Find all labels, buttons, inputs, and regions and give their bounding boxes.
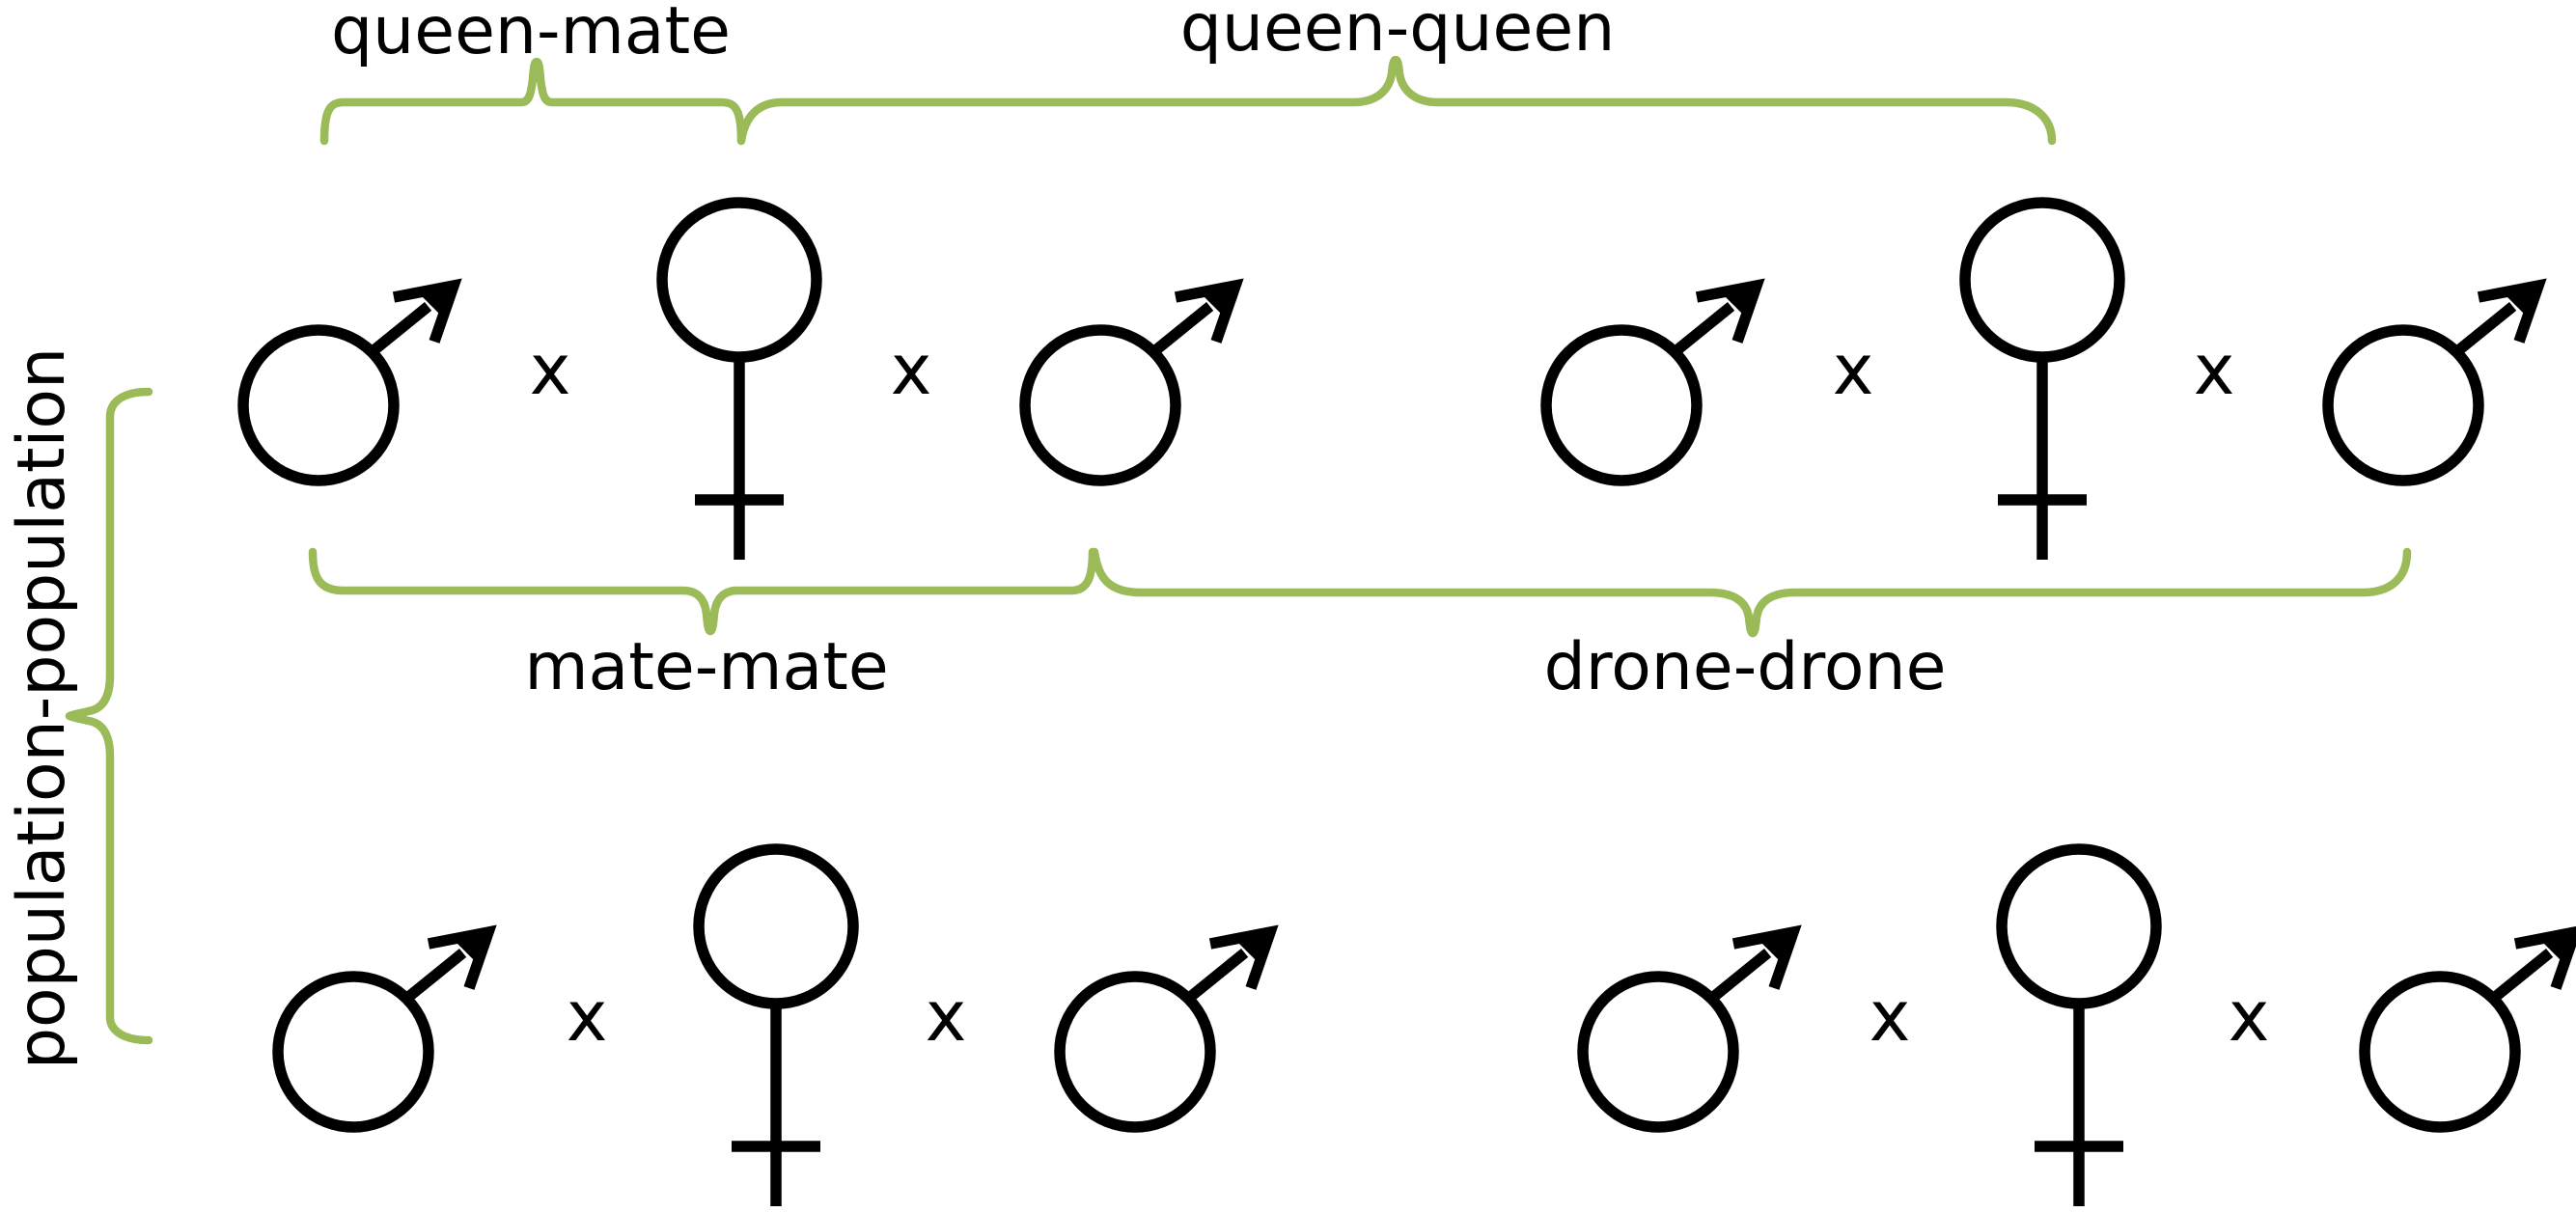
row1-group1-female-symbol-3 bbox=[656, 197, 822, 560]
row1-group1-cross-symbol-4: x bbox=[891, 329, 932, 410]
male-ring bbox=[1054, 971, 1216, 1133]
male-arrow-shaft bbox=[402, 948, 467, 1004]
male-ring bbox=[2322, 324, 2484, 486]
male-arrow-shaft bbox=[1184, 948, 1249, 1004]
male-arrow-tip bbox=[1759, 932, 1793, 963]
male-arrow-shaft bbox=[1707, 948, 1772, 1004]
population-population-label: population-population bbox=[4, 347, 80, 1069]
male-ring bbox=[2359, 971, 2521, 1133]
row2-group2-female-symbol-3 bbox=[1996, 843, 2162, 1206]
row2-group1-female-symbol-3 bbox=[693, 843, 859, 1206]
row1-group1-male-symbol-1 bbox=[237, 278, 462, 486]
mate-mate-bracket bbox=[308, 547, 1097, 636]
male-arrow-tip bbox=[1722, 286, 1757, 317]
male-arrow-tip bbox=[1201, 286, 1235, 317]
male-arrow-shaft bbox=[1671, 301, 1735, 357]
queen-mate-bracket bbox=[319, 57, 746, 146]
female-ring bbox=[693, 843, 859, 1009]
population-population-bracket bbox=[65, 387, 153, 1045]
row1-group2-cross-symbol-4: x bbox=[2194, 329, 2235, 410]
row1-group2-cross-symbol-2: x bbox=[1833, 329, 1874, 410]
male-arrow-shaft bbox=[1150, 301, 1214, 357]
row2-group1-cross-symbol-2: x bbox=[567, 976, 608, 1057]
row2-group2-male-symbol-1 bbox=[1577, 924, 1802, 1133]
male-ring bbox=[272, 971, 434, 1133]
male-arrow-tip bbox=[2540, 932, 2575, 963]
row2-group2-cross-symbol-4: x bbox=[2229, 976, 2270, 1057]
row2-group2-male-symbol-5 bbox=[2359, 925, 2576, 1133]
male-arrow-shaft bbox=[368, 301, 432, 357]
row2-group1-male-symbol-1 bbox=[272, 924, 497, 1133]
male-ring bbox=[1577, 971, 1739, 1133]
female-ring bbox=[1996, 843, 2162, 1009]
male-arrow-shaft bbox=[2489, 948, 2554, 1004]
male-arrow-tip bbox=[454, 932, 488, 963]
row1-group2-male-symbol-5 bbox=[2322, 278, 2547, 486]
row1-group1-male-symbol-5 bbox=[1019, 278, 1244, 486]
symbols: x x x x x x x x bbox=[237, 197, 2576, 1206]
brackets bbox=[65, 55, 2412, 1045]
drone-drone-bracket bbox=[1090, 547, 2412, 638]
row1-group1-cross-symbol-2: x bbox=[530, 329, 571, 410]
row2-group2-cross-symbol-2: x bbox=[1870, 976, 1911, 1057]
male-ring bbox=[237, 324, 400, 486]
male-arrow-tip bbox=[1235, 932, 1270, 963]
queen-mate-label: queen-mate bbox=[331, 0, 731, 69]
drone-drone-label: drone-drone bbox=[1544, 629, 1947, 705]
male-ring bbox=[1540, 324, 1703, 486]
male-arrow-tip bbox=[419, 286, 454, 317]
female-ring bbox=[656, 197, 822, 363]
female-ring bbox=[1959, 197, 2125, 363]
male-ring bbox=[1019, 324, 1181, 486]
row1-group2-female-symbol-3 bbox=[1959, 197, 2125, 560]
queen-queen-label: queen-queen bbox=[1180, 0, 1616, 67]
row2-group1-cross-symbol-4: x bbox=[926, 976, 967, 1057]
row2-group1-male-symbol-5 bbox=[1054, 924, 1279, 1133]
male-arrow-shaft bbox=[2452, 301, 2517, 357]
queen-queen-bracket bbox=[736, 55, 2057, 146]
row1-group2-male-symbol-1 bbox=[1540, 278, 1765, 486]
mate-mate-label: mate-mate bbox=[524, 629, 888, 705]
male-arrow-tip bbox=[2504, 286, 2538, 317]
labels: queen-mate queen-queen mate-mate drone-d… bbox=[4, 0, 1946, 1069]
